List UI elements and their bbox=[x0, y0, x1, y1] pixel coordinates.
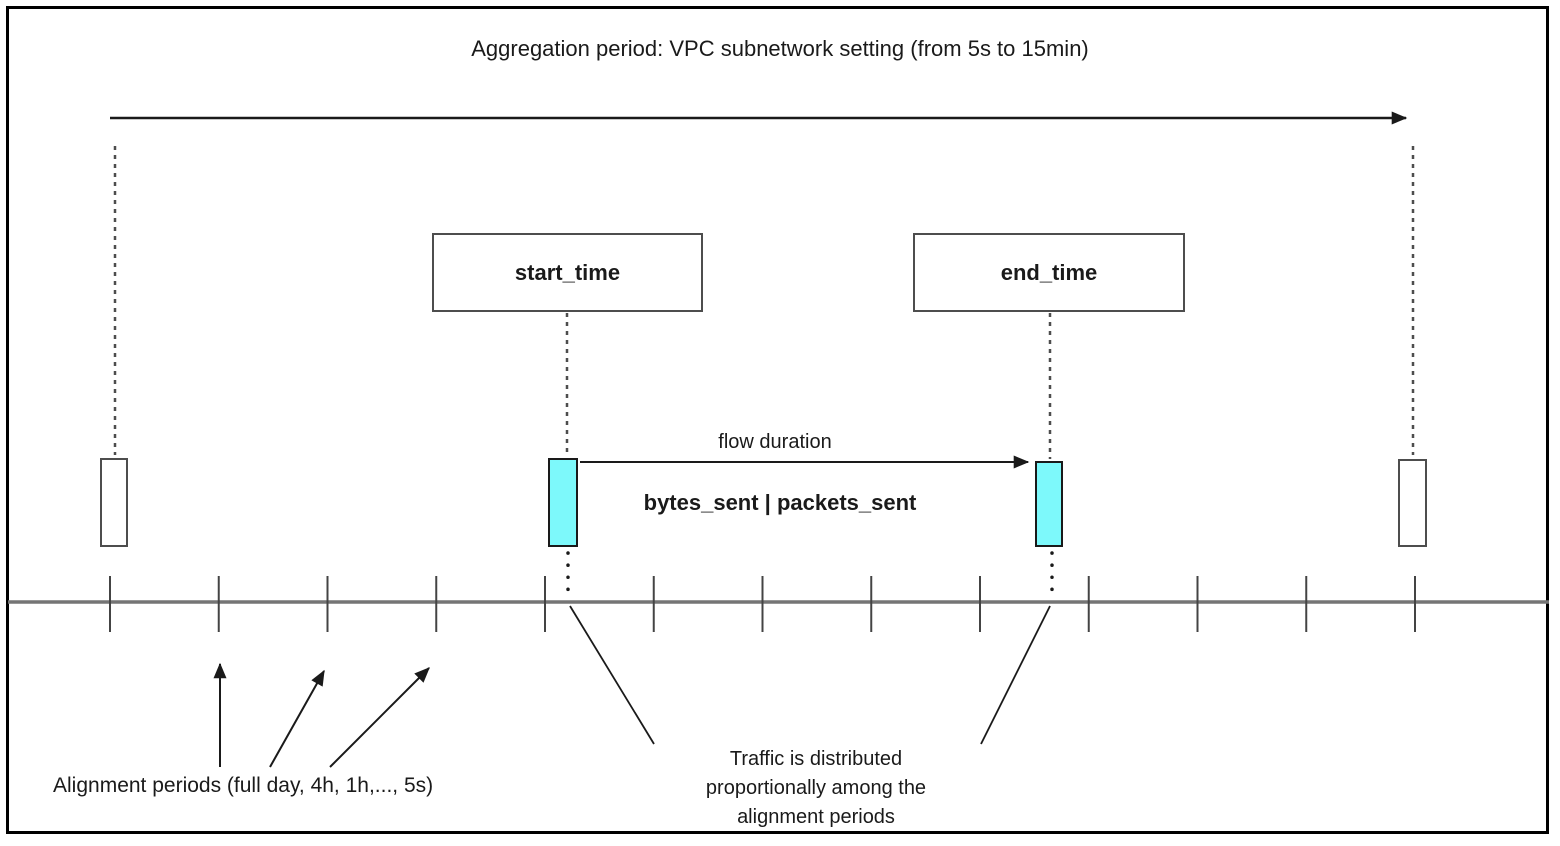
end-time-label: end_time bbox=[1000, 259, 1098, 285]
start-time-box: start_time bbox=[432, 233, 703, 312]
traffic-distribution-note: Traffic is distributed proportionally am… bbox=[705, 748, 927, 828]
flow-start-marker bbox=[548, 458, 578, 547]
flow-duration-label: flow duration bbox=[718, 431, 832, 453]
period-marker-left bbox=[100, 458, 128, 547]
diagram-frame bbox=[6, 6, 1549, 834]
flow-metrics-label: bytes_sent | packets_sent bbox=[643, 490, 917, 515]
diagram-title: Aggregation period: VPC subnetwork setti… bbox=[471, 36, 1089, 61]
start-time-label: start_time bbox=[514, 259, 621, 285]
period-marker-right bbox=[1398, 459, 1427, 547]
end-time-box: end_time bbox=[913, 233, 1185, 312]
alignment-periods-label: Alignment periods (full day, 4h, 1h,...,… bbox=[53, 774, 434, 797]
flow-end-marker bbox=[1035, 461, 1063, 547]
